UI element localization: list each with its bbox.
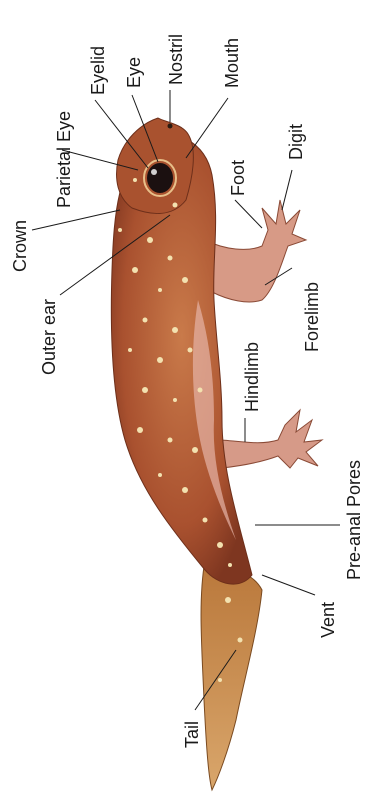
leader-vent	[262, 575, 315, 595]
label-hindlimb: Hindlimb	[242, 342, 262, 412]
gecko-forelimb	[205, 200, 306, 302]
label-vent: Vent	[318, 602, 338, 638]
leader-foot	[235, 200, 262, 228]
label-mouth: Mouth	[222, 38, 242, 88]
label-forelimb: Forelimb	[302, 282, 322, 352]
leader-mouth	[186, 98, 228, 158]
gecko-eye-highlight	[151, 169, 157, 175]
leader-digit	[282, 170, 292, 210]
gecko-nostril	[168, 124, 173, 129]
label-tail: Tail	[182, 721, 202, 748]
label-foot: Foot	[228, 160, 248, 196]
label-nostril: Nostril	[166, 34, 186, 85]
leader-crown	[32, 210, 120, 230]
gecko-tail	[201, 560, 262, 790]
label-outer-ear: Outer ear	[39, 299, 59, 375]
label-eye: Eye	[124, 57, 144, 88]
gecko-eye	[147, 163, 173, 193]
label-pre-anal-pores: Pre-anal Pores	[344, 460, 364, 580]
label-eyelid: Eyelid	[88, 46, 108, 95]
gecko-hindlimb	[222, 410, 322, 468]
label-parietal-eye: Parietal Eye	[54, 111, 74, 208]
label-digit: Digit	[286, 124, 306, 160]
label-crown: Crown	[10, 220, 30, 272]
